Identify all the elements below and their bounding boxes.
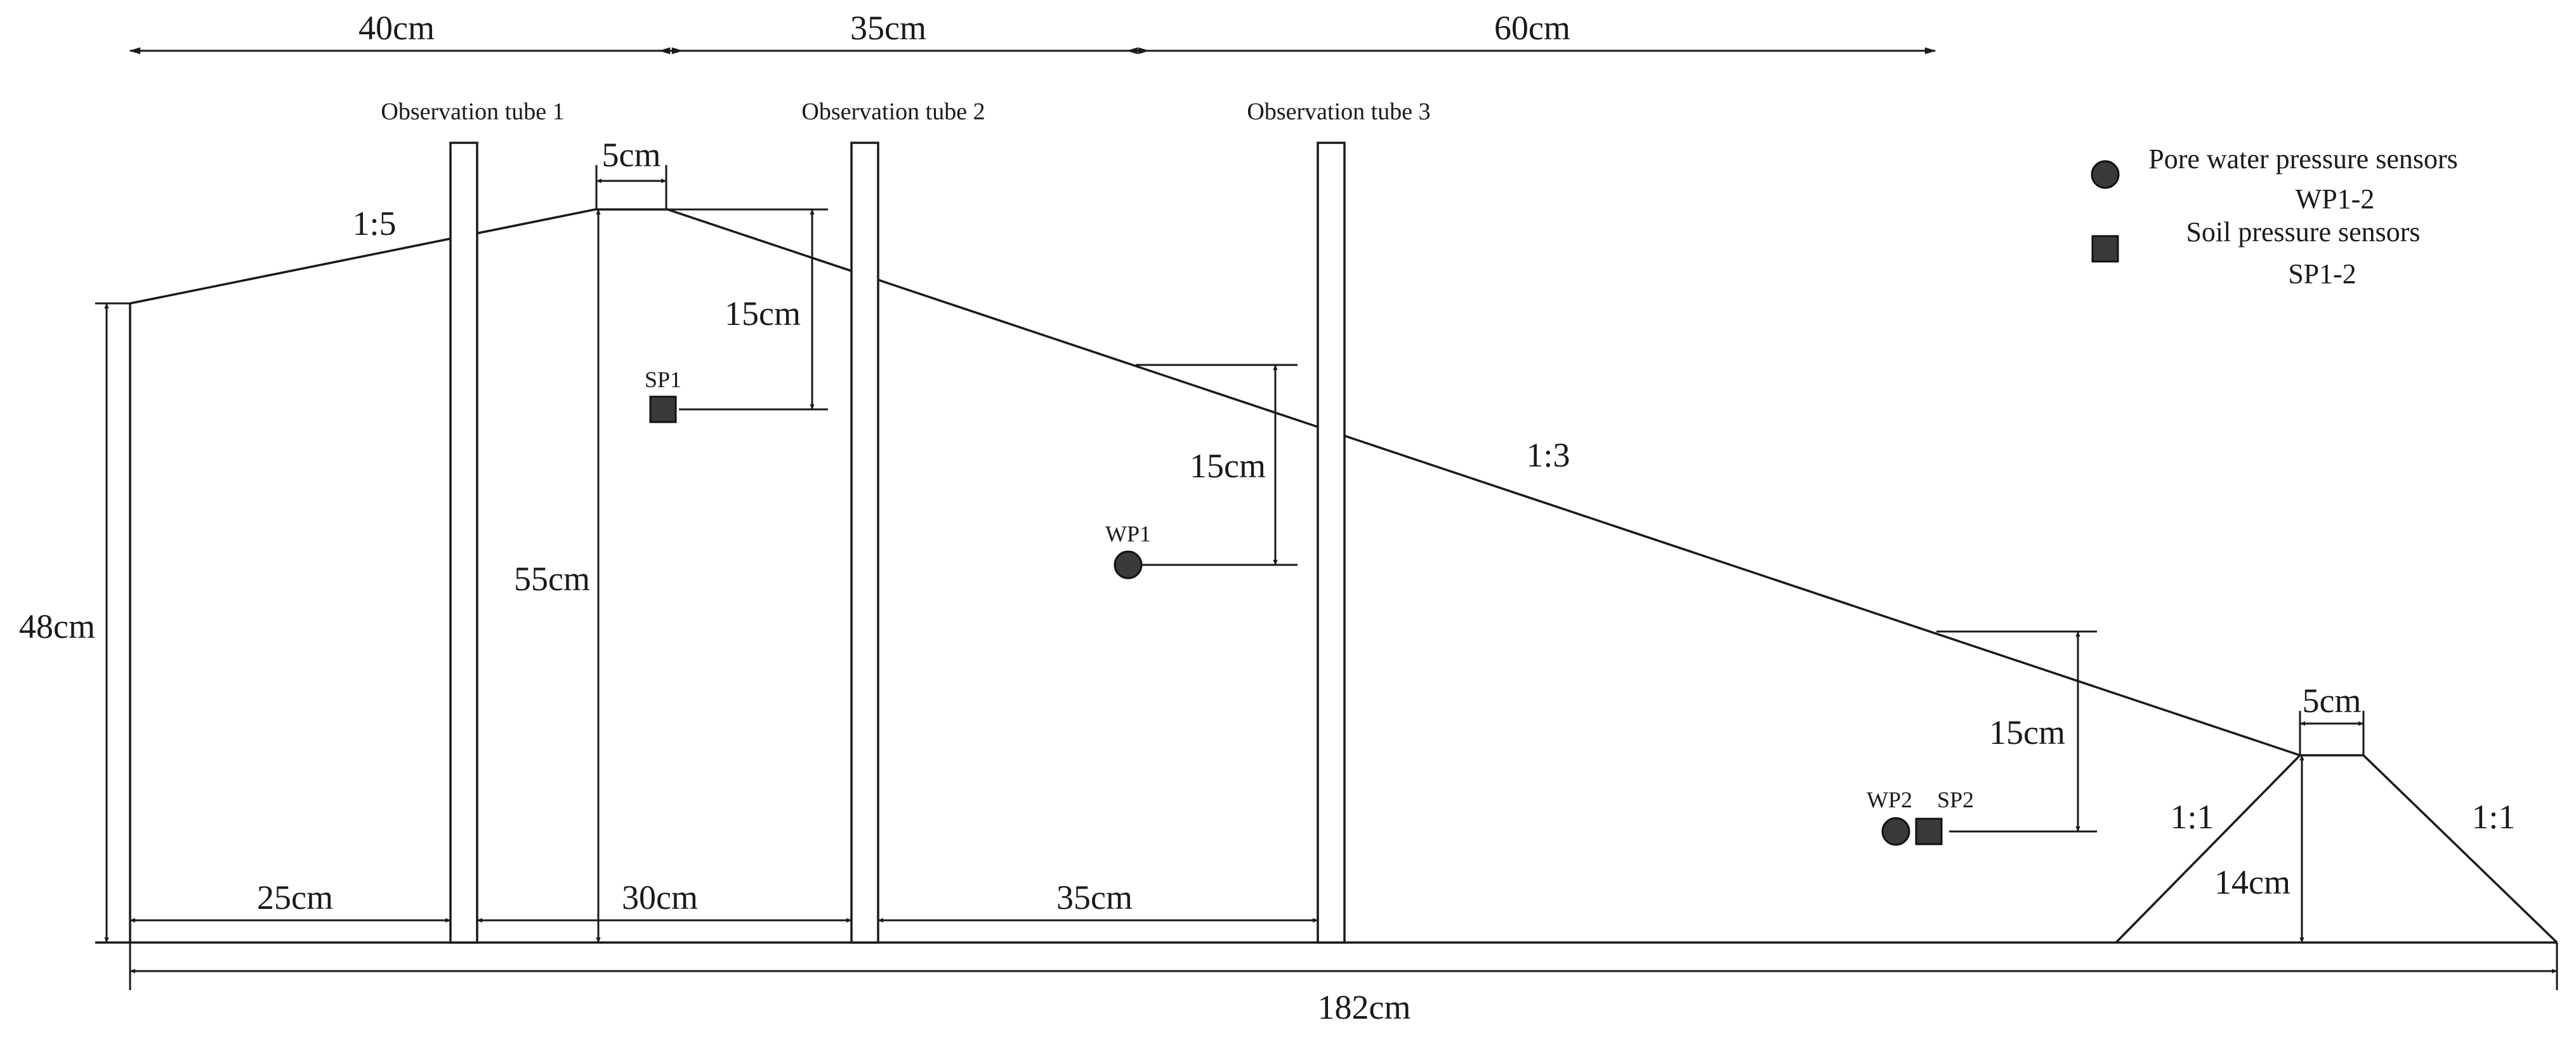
toe-crest-width-dimension: 5cm [2299,682,2365,755]
legend-pore-water-icon [2091,160,2120,189]
crest-width-dimension: 5cm [595,136,667,209]
slope-downstream-label: 1:3 [1526,436,1570,474]
sp1-depth-label: 15cm [725,294,801,333]
slope-toe-left-label: 1:1 [2170,798,2214,836]
slope-toe-right-label: 1:1 [2471,798,2515,836]
sensor-sp2: SP2 [1915,787,1974,845]
observation-tube-3 [1317,142,1346,944]
soil-pressure-sensor-icon [1915,817,1943,845]
base-dim-35cm: 35cm [1056,878,1133,917]
observation-tube-2 [850,142,879,944]
top-dimension: 40cm 35cm 60cm [129,9,1936,55]
top-dim-35cm: 35cm [850,9,926,47]
legend-soil-ids: SP1-2 [2288,258,2356,289]
wp1-label: WP1 [1105,521,1151,546]
legend: Pore water pressure sensors WP1-2 Soil p… [2091,143,2458,289]
dam-height-dimension: 55cm [514,209,601,943]
left-height-dimension: 48cm [19,302,130,943]
crest-width-label: 5cm [602,136,661,174]
sensor-wp1: WP1 [1105,521,1151,579]
wp1-depth-dimension: 15cm [1136,364,1298,566]
sp2-label: SP2 [1937,787,1974,812]
legend-soil-label: Soil pressure sensors [2186,216,2420,248]
sensor-wp2: WP2 [1867,787,1912,846]
dam-height-label: 55cm [514,560,590,598]
wp2-depth-dimension: 15cm [1936,630,2097,833]
wp2-depth-label: 15cm [1989,713,2065,751]
tube3-label: Observation tube 3 [1247,98,1430,125]
total-length-label: 182cm [1318,988,1411,1026]
base-dim-25cm: 25cm [257,878,333,917]
base-dimensions: 25cm 30cm 35cm [129,878,1318,923]
legend-soil-pressure-icon [2091,235,2119,263]
sp1-depth-dimension: 15cm [667,208,828,411]
sp1-label: SP1 [645,367,681,392]
wp2-label: WP2 [1867,787,1912,812]
tube1-label: Observation tube 1 [381,98,564,125]
observation-tube-1 [449,142,478,944]
pore-water-sensor-icon [1881,817,1910,846]
soil-pressure-sensor-icon [649,395,677,423]
slope-upstream-label: 1:5 [352,204,396,242]
top-dim-60cm: 60cm [1494,9,1570,47]
toe-crest-width-label: 5cm [2303,682,2362,720]
toe-height-label: 14cm [2214,863,2290,901]
top-dim-40cm: 40cm [358,9,435,47]
sensor-sp1: SP1 [645,367,681,423]
legend-pore-water-label: Pore water pressure sensors [2148,143,2458,175]
toe-height-dimension: 14cm [2214,755,2304,943]
base-dim-30cm: 30cm [622,878,698,917]
left-height-label: 48cm [19,607,95,645]
legend-pore-water-ids: WP1-2 [2296,183,2375,215]
total-length-dimension: 182cm [129,943,2558,1026]
pore-water-sensor-icon [1114,550,1143,579]
tube2-label: Observation tube 2 [801,98,985,125]
wp1-depth-label: 15cm [1190,447,1266,485]
